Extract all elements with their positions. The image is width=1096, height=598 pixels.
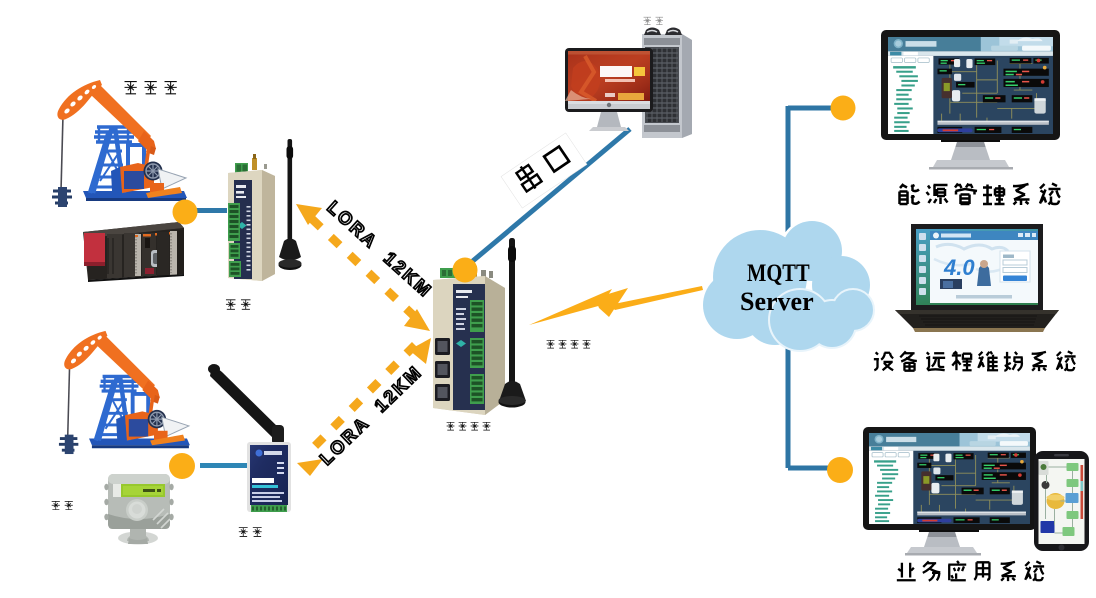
svg-text:LORA 12KM: LORA 12KM: [323, 197, 436, 302]
svg-text:LORA 12KM: LORA 12KM: [316, 361, 426, 468]
svg-text:Server: Server: [740, 287, 814, 316]
svg-text:4.0: 4.0: [943, 255, 975, 280]
svg-text:MQTT: MQTT: [747, 259, 810, 286]
